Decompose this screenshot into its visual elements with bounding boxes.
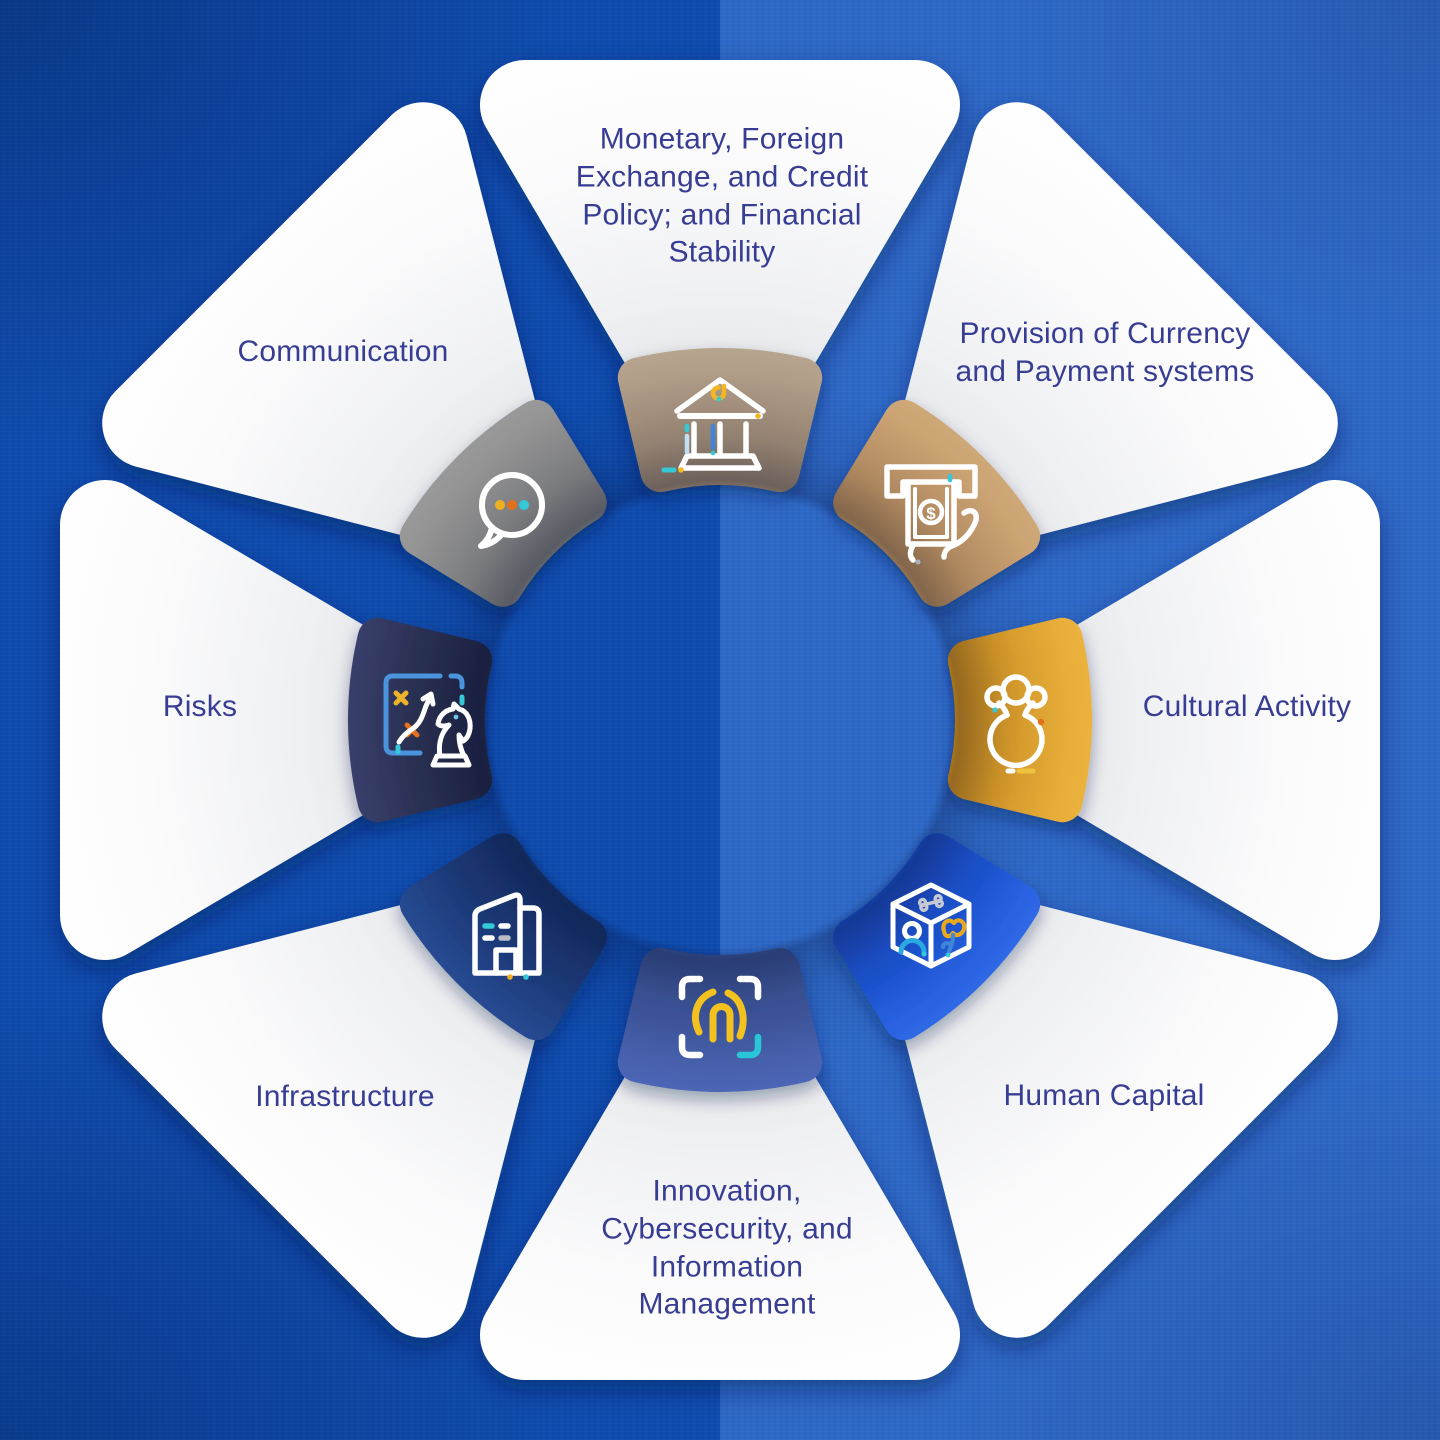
petal-innovation bbox=[525, 1055, 915, 1335]
petal-monetary-policy bbox=[525, 105, 915, 385]
petal-cultural-activity bbox=[1055, 525, 1335, 915]
petal-risks bbox=[105, 525, 385, 915]
inner-ring-shadow bbox=[348, 348, 1092, 1092]
